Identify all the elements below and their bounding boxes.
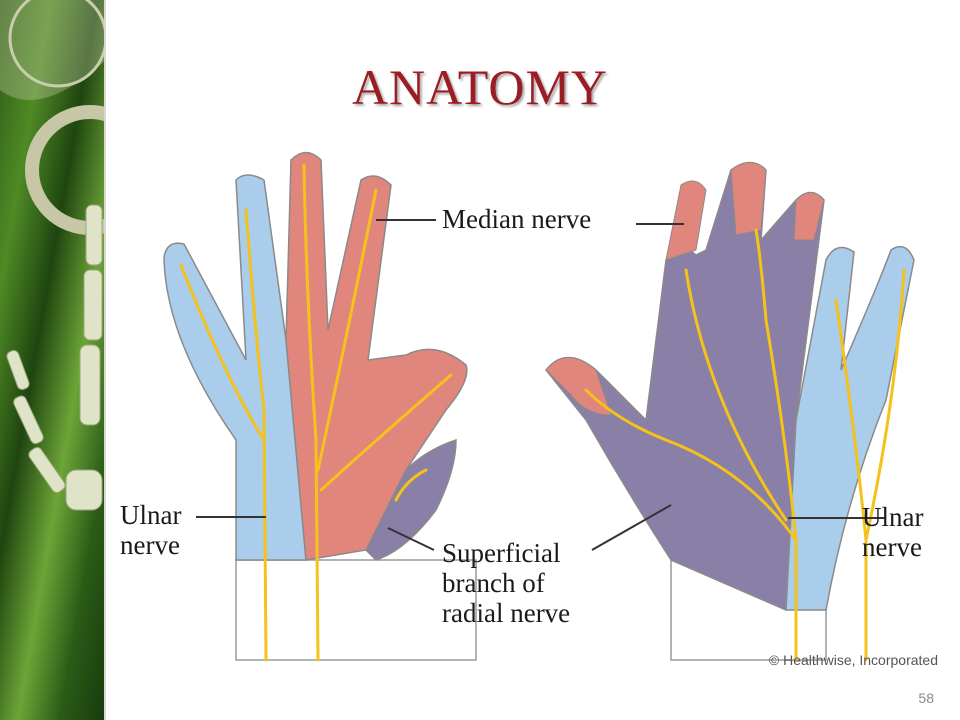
- skeleton-hand-image: [0, 0, 106, 511]
- label-line: nerve: [120, 530, 180, 560]
- label-ulnar-nerve-left: Ulnar nerve: [120, 500, 181, 560]
- label-median-nerve: Median nerve: [442, 204, 592, 234]
- label-line: nerve: [862, 532, 922, 562]
- left-hand-palm: [163, 151, 477, 662]
- slide-title: ANATOMY: [351, 59, 609, 115]
- hand-nerve-diagram: Median nerve Ulnar nerve Ulnar nerve Sup…: [106, 140, 960, 680]
- label-ulnar-nerve-right: Ulnar nerve: [862, 502, 923, 562]
- label-line: Ulnar: [862, 502, 924, 532]
- label-superficial-radial-nerve: Superficial branch of radial nerve: [442, 538, 570, 628]
- label-line: Superficial: [442, 538, 561, 568]
- decorative-sidebar: [0, 0, 106, 720]
- label-leader-lines: [196, 219, 886, 551]
- copyright-notice: © Healthwise, Incorporated: [768, 652, 938, 668]
- hand-illustration: [163, 151, 915, 662]
- sidebar-divider: [104, 0, 106, 720]
- right-hand-back: [545, 161, 915, 662]
- label-line: radial nerve: [442, 598, 571, 628]
- page-number: 58: [918, 690, 934, 706]
- label-line: branch of: [442, 568, 545, 598]
- label-line: Ulnar: [120, 500, 182, 530]
